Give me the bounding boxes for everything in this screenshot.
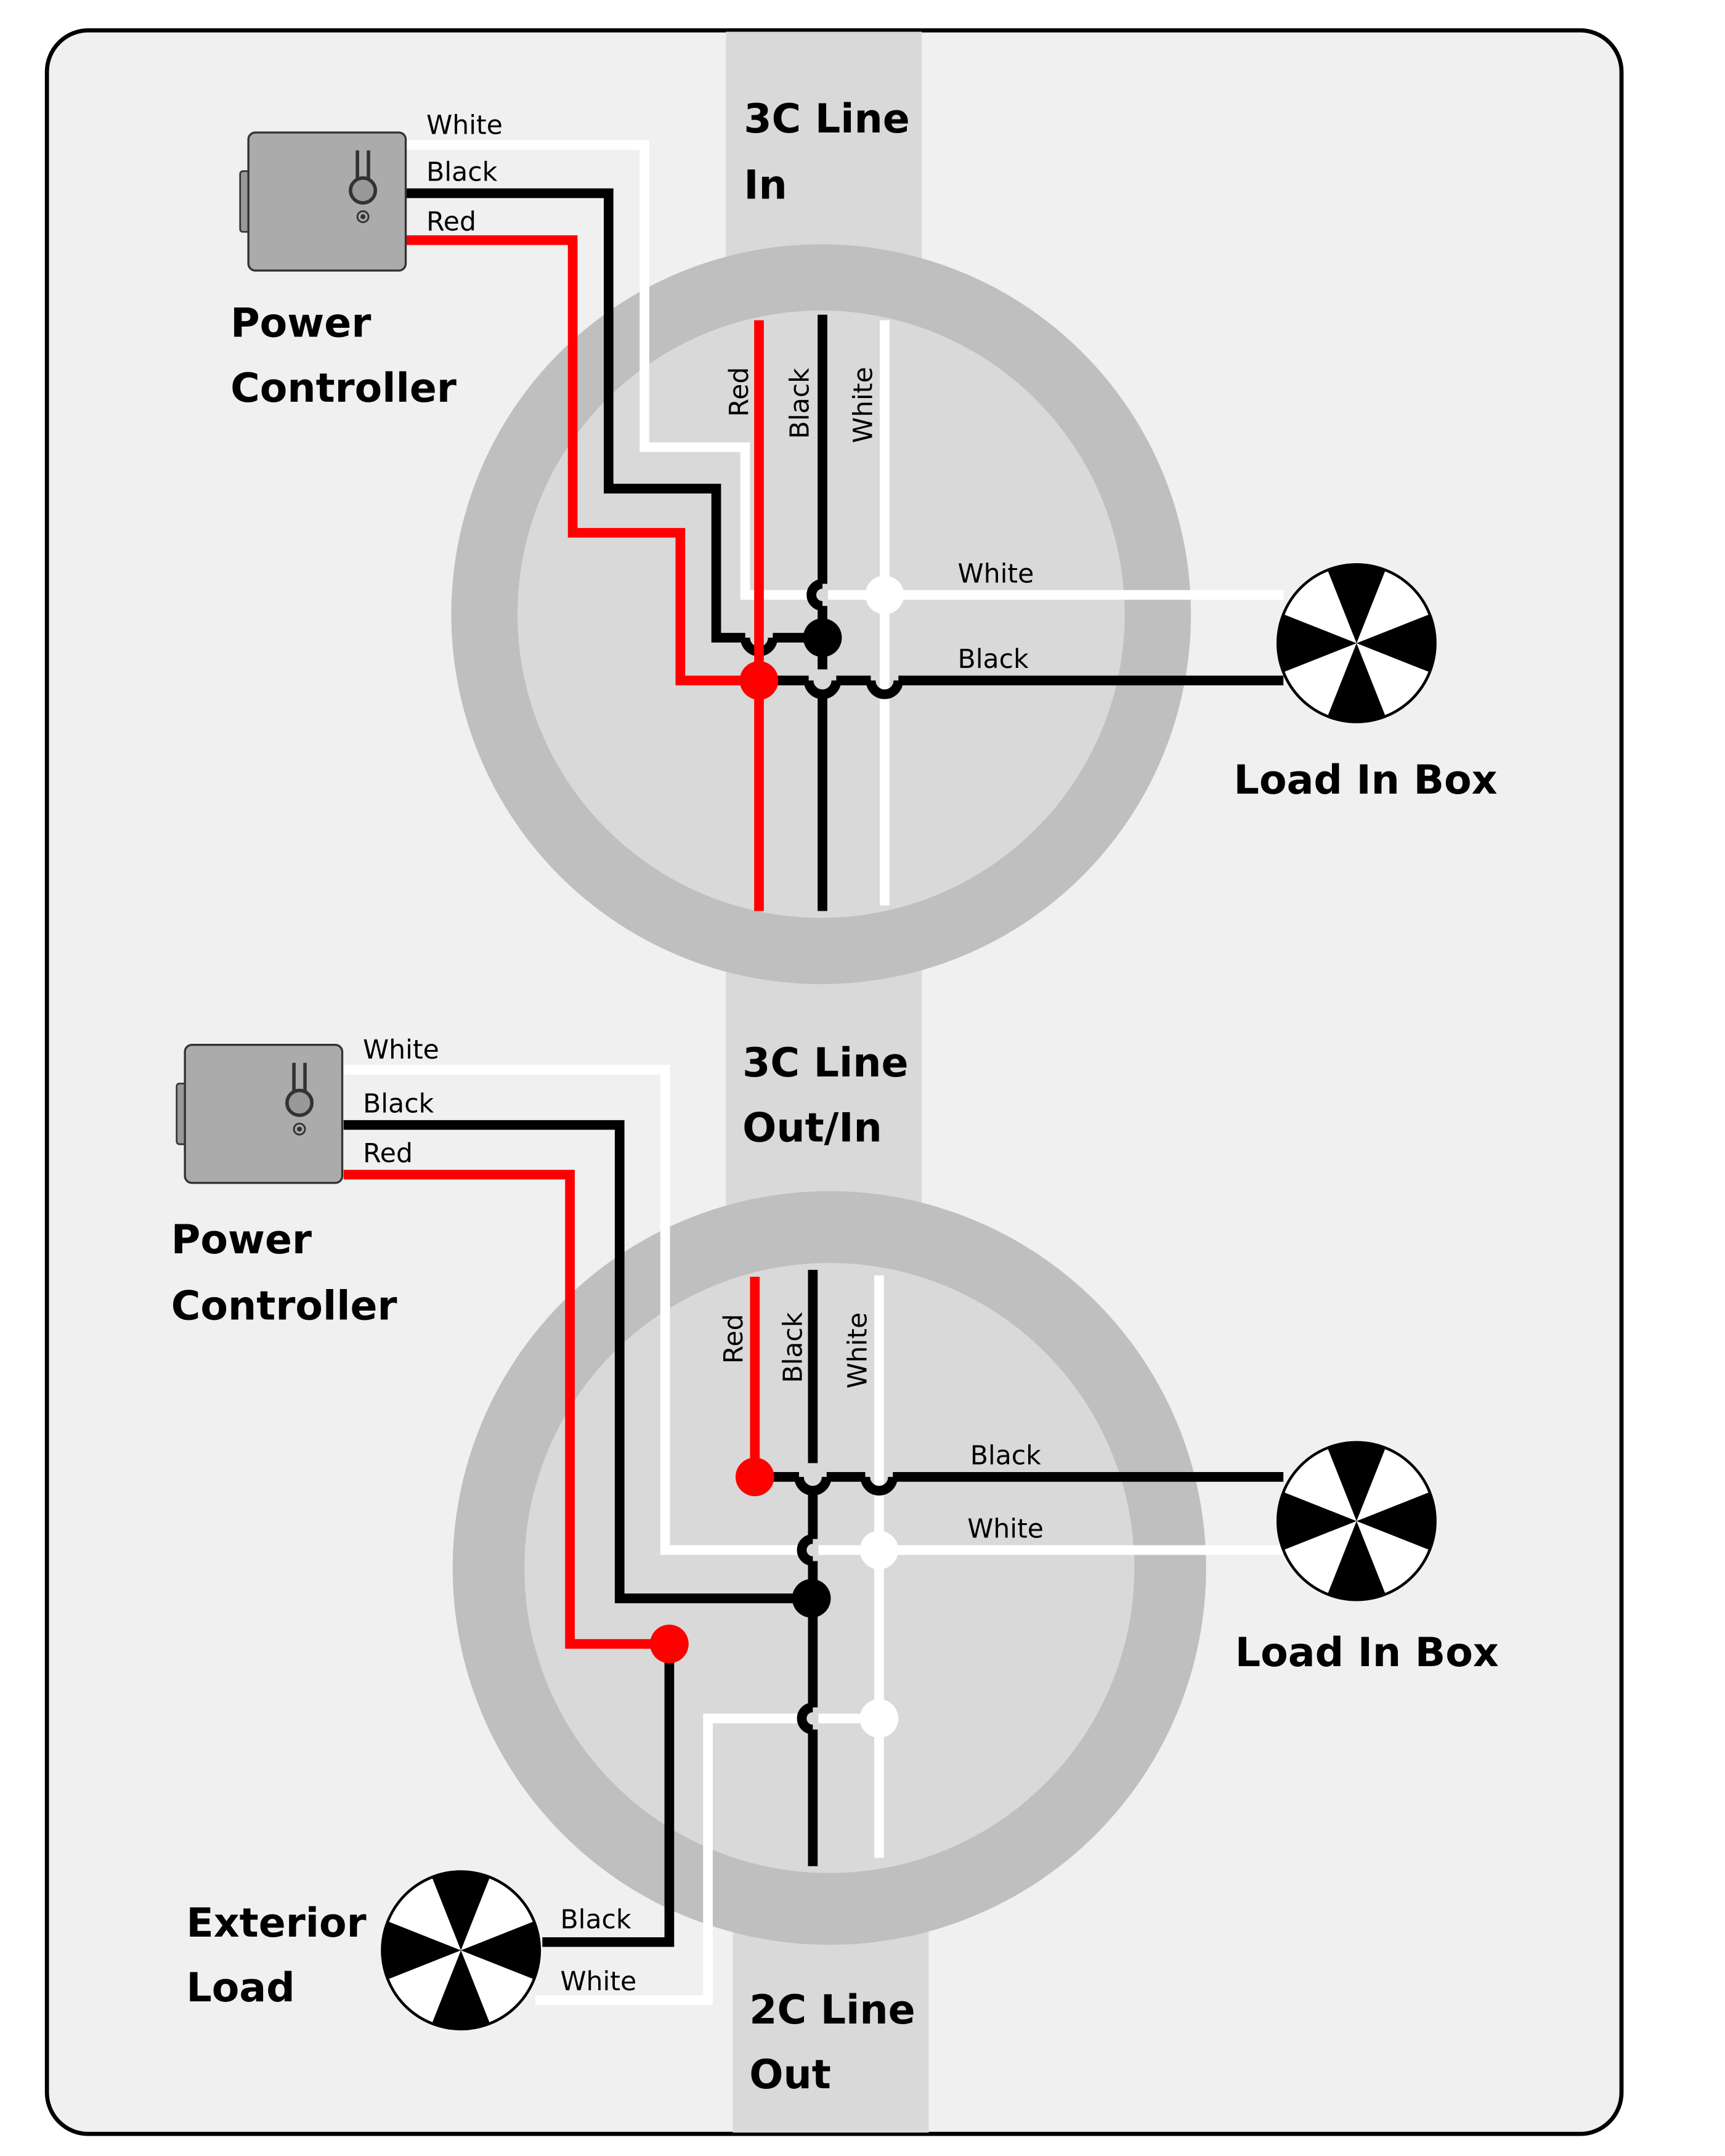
bottom-wire-label-red: Red [363,1138,413,1169]
top-wires [405,140,1284,911]
middle-strip-label-1: 3C Line [742,1040,908,1086]
bottom-controller-label-2: Controller [171,1283,397,1330]
out-strip-label-1: 2C Line [749,1987,915,2033]
top-wire-label-black: Black [426,157,497,187]
exterior-wire-white: White [560,1966,636,1997]
exterior-load-label-2: Load [186,1965,294,2011]
top-strip-label-1: 3C Line [744,96,909,142]
exterior-load-icon [382,1872,539,2029]
bottom-controller-label-1: Power [171,1217,312,1263]
splice-white-exterior [859,1699,899,1738]
top-power-controller-icon [240,132,406,271]
splice-red [735,1457,774,1497]
top-strip-label-2: In [744,163,787,209]
exterior-wire-black: Black [560,1904,631,1935]
bottom-box-label-white: White [843,1312,874,1389]
top-wire-label-white: White [426,110,503,140]
top-controller-label-1: Power [230,301,371,347]
top-controller-label-2: Controller [230,365,457,412]
top-box-label-black: Black [785,368,816,439]
top-load-icon [1278,564,1435,722]
bottom-power-controller-icon [177,1045,343,1183]
splice-red [739,661,779,700]
bottom-wires [343,1065,1284,2005]
splice-red-exterior [650,1624,689,1664]
strip-3c-out-in [726,952,922,1229]
splice-black [792,1579,831,1618]
exterior-load-label-1: Exterior [186,1900,366,1947]
top-wire-label-red: Red [426,206,476,237]
strip-3c-in [726,31,922,267]
splice-black [803,618,842,657]
top-load-wire-white: White [958,558,1034,589]
top-load-wire-black: Black [958,644,1029,675]
bottom-load-wire-black: Black [970,1441,1041,1471]
bottom-junction-box [452,1191,1206,1945]
bottom-load-label: Load In Box [1235,1630,1499,1676]
middle-strip-label-2: Out/In [742,1105,882,1152]
bottom-load-wire-white: White [967,1513,1044,1544]
bottom-wire-label-white: White [363,1035,439,1065]
top-box-label-white: White [848,367,879,443]
bottom-box-label-red: Red [718,1314,749,1364]
bottom-load-icon [1278,1442,1435,1600]
out-strip-label-2: Out [749,2052,831,2098]
bottom-box-label-black: Black [777,1312,808,1383]
bottom-wire-label-black: Black [363,1089,434,1120]
splice-white [859,1531,899,1569]
top-box-label-red: Red [724,367,755,417]
top-load-label: Load In Box [1234,757,1498,803]
splice-white [865,576,904,614]
